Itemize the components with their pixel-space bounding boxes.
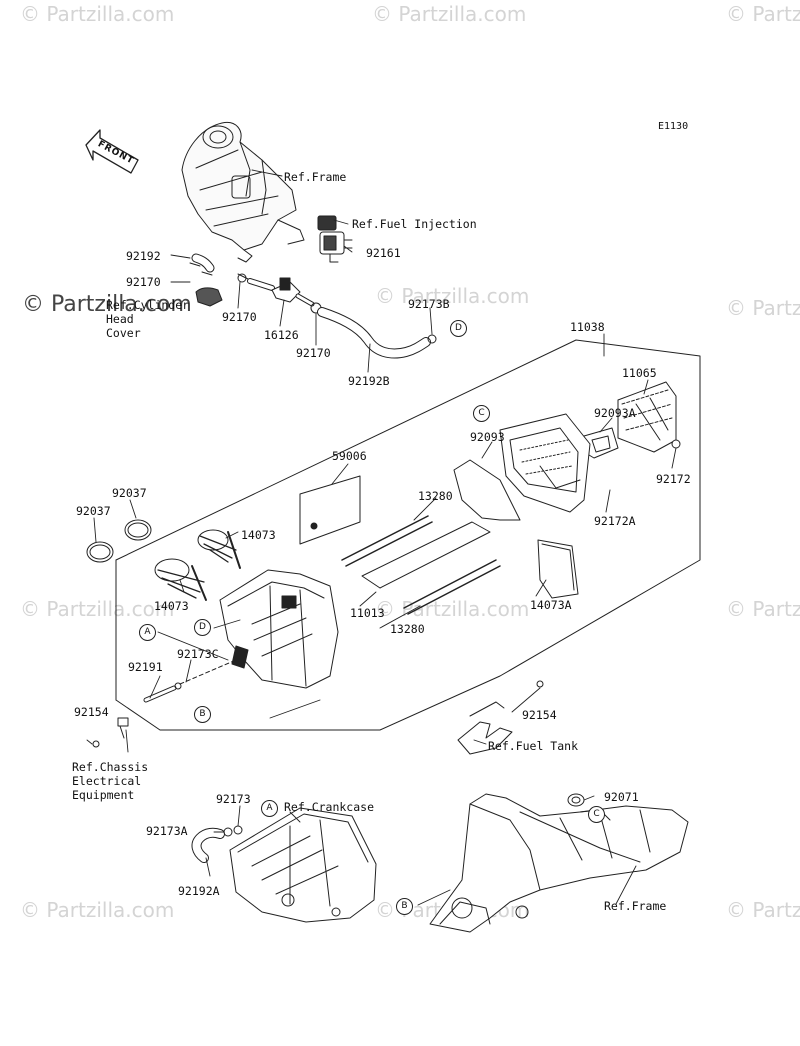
watermark: © Partzilla.com [726, 597, 800, 621]
part-label[interactable]: 11013 [350, 606, 385, 620]
frame-lower-part [429, 793, 689, 933]
watermark: © Partzilla.com [726, 898, 800, 922]
watermark: © Partzilla.com [372, 2, 527, 26]
watermark: © Partzilla.com [20, 898, 175, 922]
part-label[interactable]: 11038 [570, 320, 605, 334]
part-label[interactable]: Ref.Cylinder Head Cover [106, 298, 190, 340]
part-label[interactable]: 92192 [126, 249, 161, 263]
part-label[interactable]: 92154 [74, 705, 109, 719]
part-label[interactable]: 92170 [296, 346, 331, 360]
frame-upper-part [181, 121, 305, 263]
clamp-part [86, 519, 152, 563]
watermark: © Partzilla.com [726, 2, 800, 26]
watermark: © Partzilla.com [375, 284, 530, 308]
intake-duct-part [154, 529, 241, 601]
part-label[interactable]: Ref.Crankcase [284, 800, 375, 814]
part-label[interactable]: 92192A [178, 884, 220, 898]
grommet-part [567, 793, 585, 807]
part-label[interactable]: Ref.Frame [284, 170, 347, 184]
hose-lower-part [191, 825, 243, 863]
part-label[interactable]: 92170 [222, 310, 257, 324]
vacuum-switch-part [317, 215, 353, 263]
part-label[interactable]: 13280 [390, 622, 425, 636]
part-label[interactable]: 92173C [177, 647, 219, 661]
part-label[interactable]: 92161 [366, 246, 401, 260]
part-label[interactable]: 16126 [264, 328, 299, 342]
part-label[interactable]: 92170 [126, 275, 161, 289]
callout-b-marker: B [194, 706, 211, 723]
leader-lines [86, 169, 677, 906]
part-label[interactable]: 59006 [332, 449, 367, 463]
part-label[interactable]: 92093 [470, 430, 505, 444]
hose-upper-part [189, 253, 437, 359]
part-label[interactable]: 92172A [594, 514, 636, 528]
air-cleaner-housing-part [219, 569, 339, 689]
duct-cover-part [617, 381, 677, 453]
part-label[interactable]: Ref.Chassis Electrical Equipment [72, 760, 149, 802]
watermark: © Partzilla.com [20, 2, 175, 26]
duct-plate-part [537, 539, 579, 599]
part-label[interactable]: 92071 [604, 790, 639, 804]
part-label[interactable]: 11065 [622, 366, 657, 380]
air-cleaner-element-part [341, 515, 501, 615]
part-label[interactable]: Ref.Frame [604, 899, 667, 913]
cover-part [453, 413, 591, 521]
part-label[interactable]: 92172 [656, 472, 691, 486]
front-arrow-icon [85, 129, 139, 174]
watermark: © Partzilla.com [22, 292, 192, 317]
part-label[interactable]: 92037 [76, 504, 111, 518]
diagram-code: E1130 [658, 121, 689, 132]
part-label[interactable]: 92173 [216, 792, 251, 806]
part-label[interactable]: 92173B [408, 297, 450, 311]
bracket-part [457, 701, 513, 755]
watermark: © Partzilla.com [20, 597, 175, 621]
callout-c-marker: C [473, 405, 490, 422]
part-label[interactable]: Ref.Fuel Injection [352, 217, 477, 231]
callout-d-marker: D [450, 320, 467, 337]
callout-d-marker: D [194, 619, 211, 636]
part-label[interactable]: 92192B [348, 374, 390, 388]
callout-a-marker: A [139, 624, 156, 641]
part-label[interactable]: 92037 [112, 486, 147, 500]
part-label[interactable]: Ref.Fuel Tank [488, 739, 579, 753]
part-label[interactable]: 14073 [154, 599, 189, 613]
part-label[interactable]: 14073A [530, 598, 572, 612]
part-label[interactable]: 92191 [128, 660, 163, 674]
drain-tube-part [143, 659, 237, 703]
filter-element-part [299, 475, 361, 545]
part-label[interactable]: 92093A [594, 406, 636, 420]
bolt-part [92, 680, 544, 748]
callout-a-marker: A [261, 800, 278, 817]
part-label[interactable]: 14073 [241, 528, 276, 542]
watermark: © Partzilla.com [726, 296, 800, 320]
callout-c-marker: C [588, 806, 605, 823]
assembly-outline [115, 339, 701, 731]
crankcase-part [229, 807, 377, 923]
part-label[interactable]: 92173A [146, 824, 188, 838]
part-label[interactable]: 92154 [522, 708, 557, 722]
part-label[interactable]: 13280 [418, 489, 453, 503]
callout-b-marker: B [396, 898, 413, 915]
